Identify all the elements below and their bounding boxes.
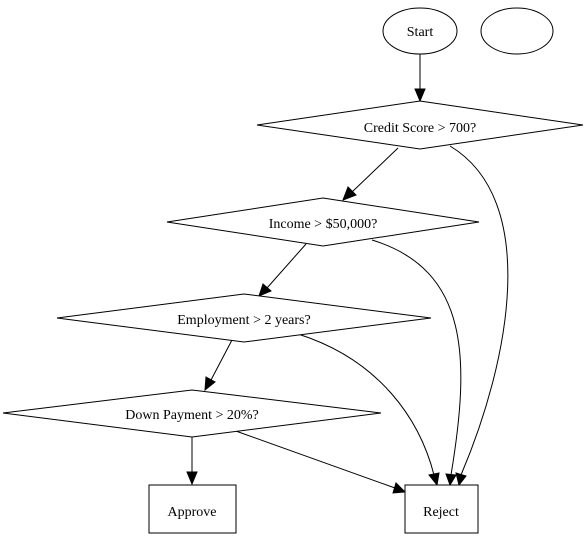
arrowhead-down-payment-to-approve: [186, 471, 198, 486]
edge-employment-to-down-payment: [210, 339, 233, 381]
edge-income-to-employment: [266, 243, 307, 289]
arrowhead-down-payment-to-reject: [392, 482, 407, 494]
arrowhead-employment-to-reject: [428, 472, 440, 487]
arrowhead-credit-to-income: [342, 186, 357, 201]
node-employment: Employment > 2 years?: [56, 293, 432, 343]
start-ellipse: [382, 7, 458, 55]
arrowhead-employment-to-down-payment: [204, 376, 216, 392]
employment-diamond: [56, 293, 432, 343]
income-label: Income > $50,000?: [269, 217, 378, 232]
approve-box: [148, 484, 237, 534]
edge-credit-to-income: [351, 147, 399, 193]
edge-down-payment-to-reject: [232, 429, 396, 489]
down-payment-diamond: [2, 389, 382, 438]
down-payment-label: Down Payment > 20%?: [125, 408, 259, 423]
credit-label: Credit Score > 700?: [364, 121, 476, 136]
employment-label: Employment > 2 years?: [177, 313, 310, 328]
credit-diamond: [256, 100, 584, 150]
income-diamond: [166, 197, 480, 247]
node-income: Income > $50,000?: [166, 197, 480, 247]
node-reject: Reject: [404, 484, 479, 534]
unlabeled-ellipse: [480, 7, 554, 55]
edge-income-to-reject: [371, 239, 462, 476]
start-label: Start: [407, 25, 434, 40]
edge-credit-to-reject: [449, 145, 509, 476]
reject-box: [404, 484, 479, 534]
node-approve: Approve: [148, 484, 237, 534]
arrowhead-credit-to-reject: [455, 472, 467, 487]
arrowhead-income-to-employment: [258, 283, 272, 297]
edges: [186, 54, 509, 494]
node-credit: Credit Score > 700?: [256, 100, 584, 150]
node-start: Start: [382, 7, 458, 55]
arrowhead-income-to-reject: [445, 473, 457, 487]
approve-label: Approve: [168, 505, 217, 520]
edge-employment-to-reject: [297, 333, 435, 476]
node-down-payment: Down Payment > 20%?: [2, 389, 382, 438]
arrowhead-start-to-credit: [414, 88, 426, 103]
node-unlabeled: [480, 7, 554, 55]
reject-label: Reject: [423, 505, 459, 520]
